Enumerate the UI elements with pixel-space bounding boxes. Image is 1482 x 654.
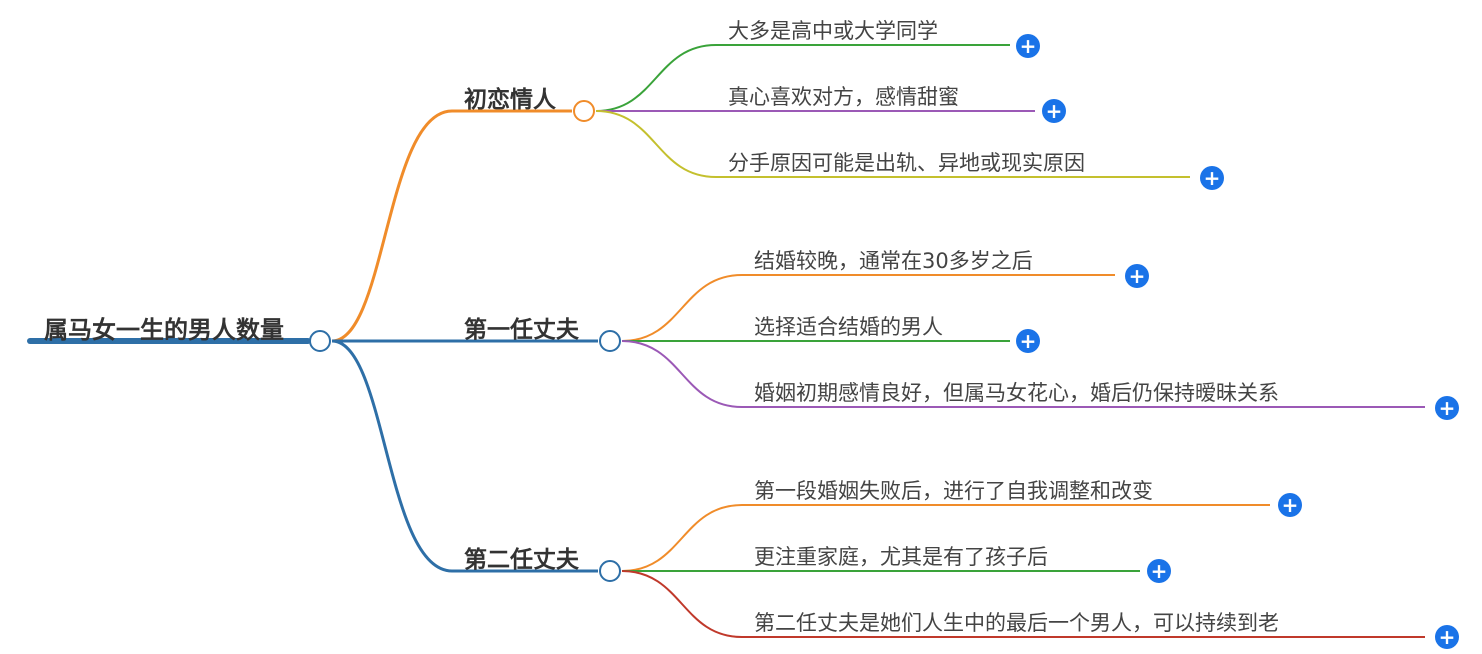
expand-plus-icon[interactable]: + <box>1125 264 1149 288</box>
branch-to-leaf-connector <box>595 110 717 178</box>
expand-plus-icon[interactable]: + <box>1278 493 1302 517</box>
branch-to-leaf-connector <box>621 274 743 342</box>
branch-to-leaf-connector <box>621 340 743 408</box>
leaf-topic[interactable]: 结婚较晚，通常在30多岁之后 <box>754 249 1033 273</box>
root-topic[interactable]: 属马女一生的男人数量 <box>44 316 284 344</box>
root-to-branch-connector <box>331 339 453 573</box>
leaf-topic[interactable]: 第一段婚姻失败后，进行了自我调整和改变 <box>754 479 1153 503</box>
branch-node-circle <box>599 330 621 352</box>
expand-plus-icon[interactable]: + <box>1016 329 1040 353</box>
leaf-topic[interactable]: 婚姻初期感情良好，但属马女花心，婚后仍保持暧昧关系 <box>754 381 1279 405</box>
branch-topic-second-husband[interactable]: 第二任丈夫 <box>464 547 579 573</box>
branch-to-leaf-connector <box>595 44 717 112</box>
expand-plus-icon[interactable]: + <box>1147 559 1171 583</box>
root-to-branch-connector <box>331 109 453 343</box>
leaf-topic[interactable]: 大多是高中或大学同学 <box>728 19 938 43</box>
root-node-circle <box>309 330 331 352</box>
leaf-topic[interactable]: 选择适合结婚的男人 <box>754 315 943 339</box>
branch-to-leaf-connector <box>621 570 743 638</box>
leaf-topic[interactable]: 真心喜欢对方，感情甜蜜 <box>728 85 959 109</box>
leaf-topic[interactable]: 分手原因可能是出轨、异地或现实原因 <box>728 151 1085 175</box>
expand-plus-icon[interactable]: + <box>1016 34 1040 58</box>
branch-node-circle <box>599 560 621 582</box>
expand-plus-icon[interactable]: + <box>1435 396 1459 420</box>
branch-topic-first-husband[interactable]: 第一任丈夫 <box>464 317 579 343</box>
leaf-topic[interactable]: 更注重家庭，尤其是有了孩子后 <box>754 545 1048 569</box>
expand-plus-icon[interactable]: + <box>1435 625 1459 649</box>
branch-to-leaf-connector <box>621 504 743 572</box>
branch-node-circle <box>573 100 595 122</box>
leaf-topic[interactable]: 第二任丈夫是她们人生中的最后一个男人，可以持续到老 <box>754 611 1279 635</box>
expand-plus-icon[interactable]: + <box>1042 99 1066 123</box>
expand-plus-icon[interactable]: + <box>1200 166 1224 190</box>
branch-topic-first-love[interactable]: 初恋情人 <box>464 87 556 113</box>
